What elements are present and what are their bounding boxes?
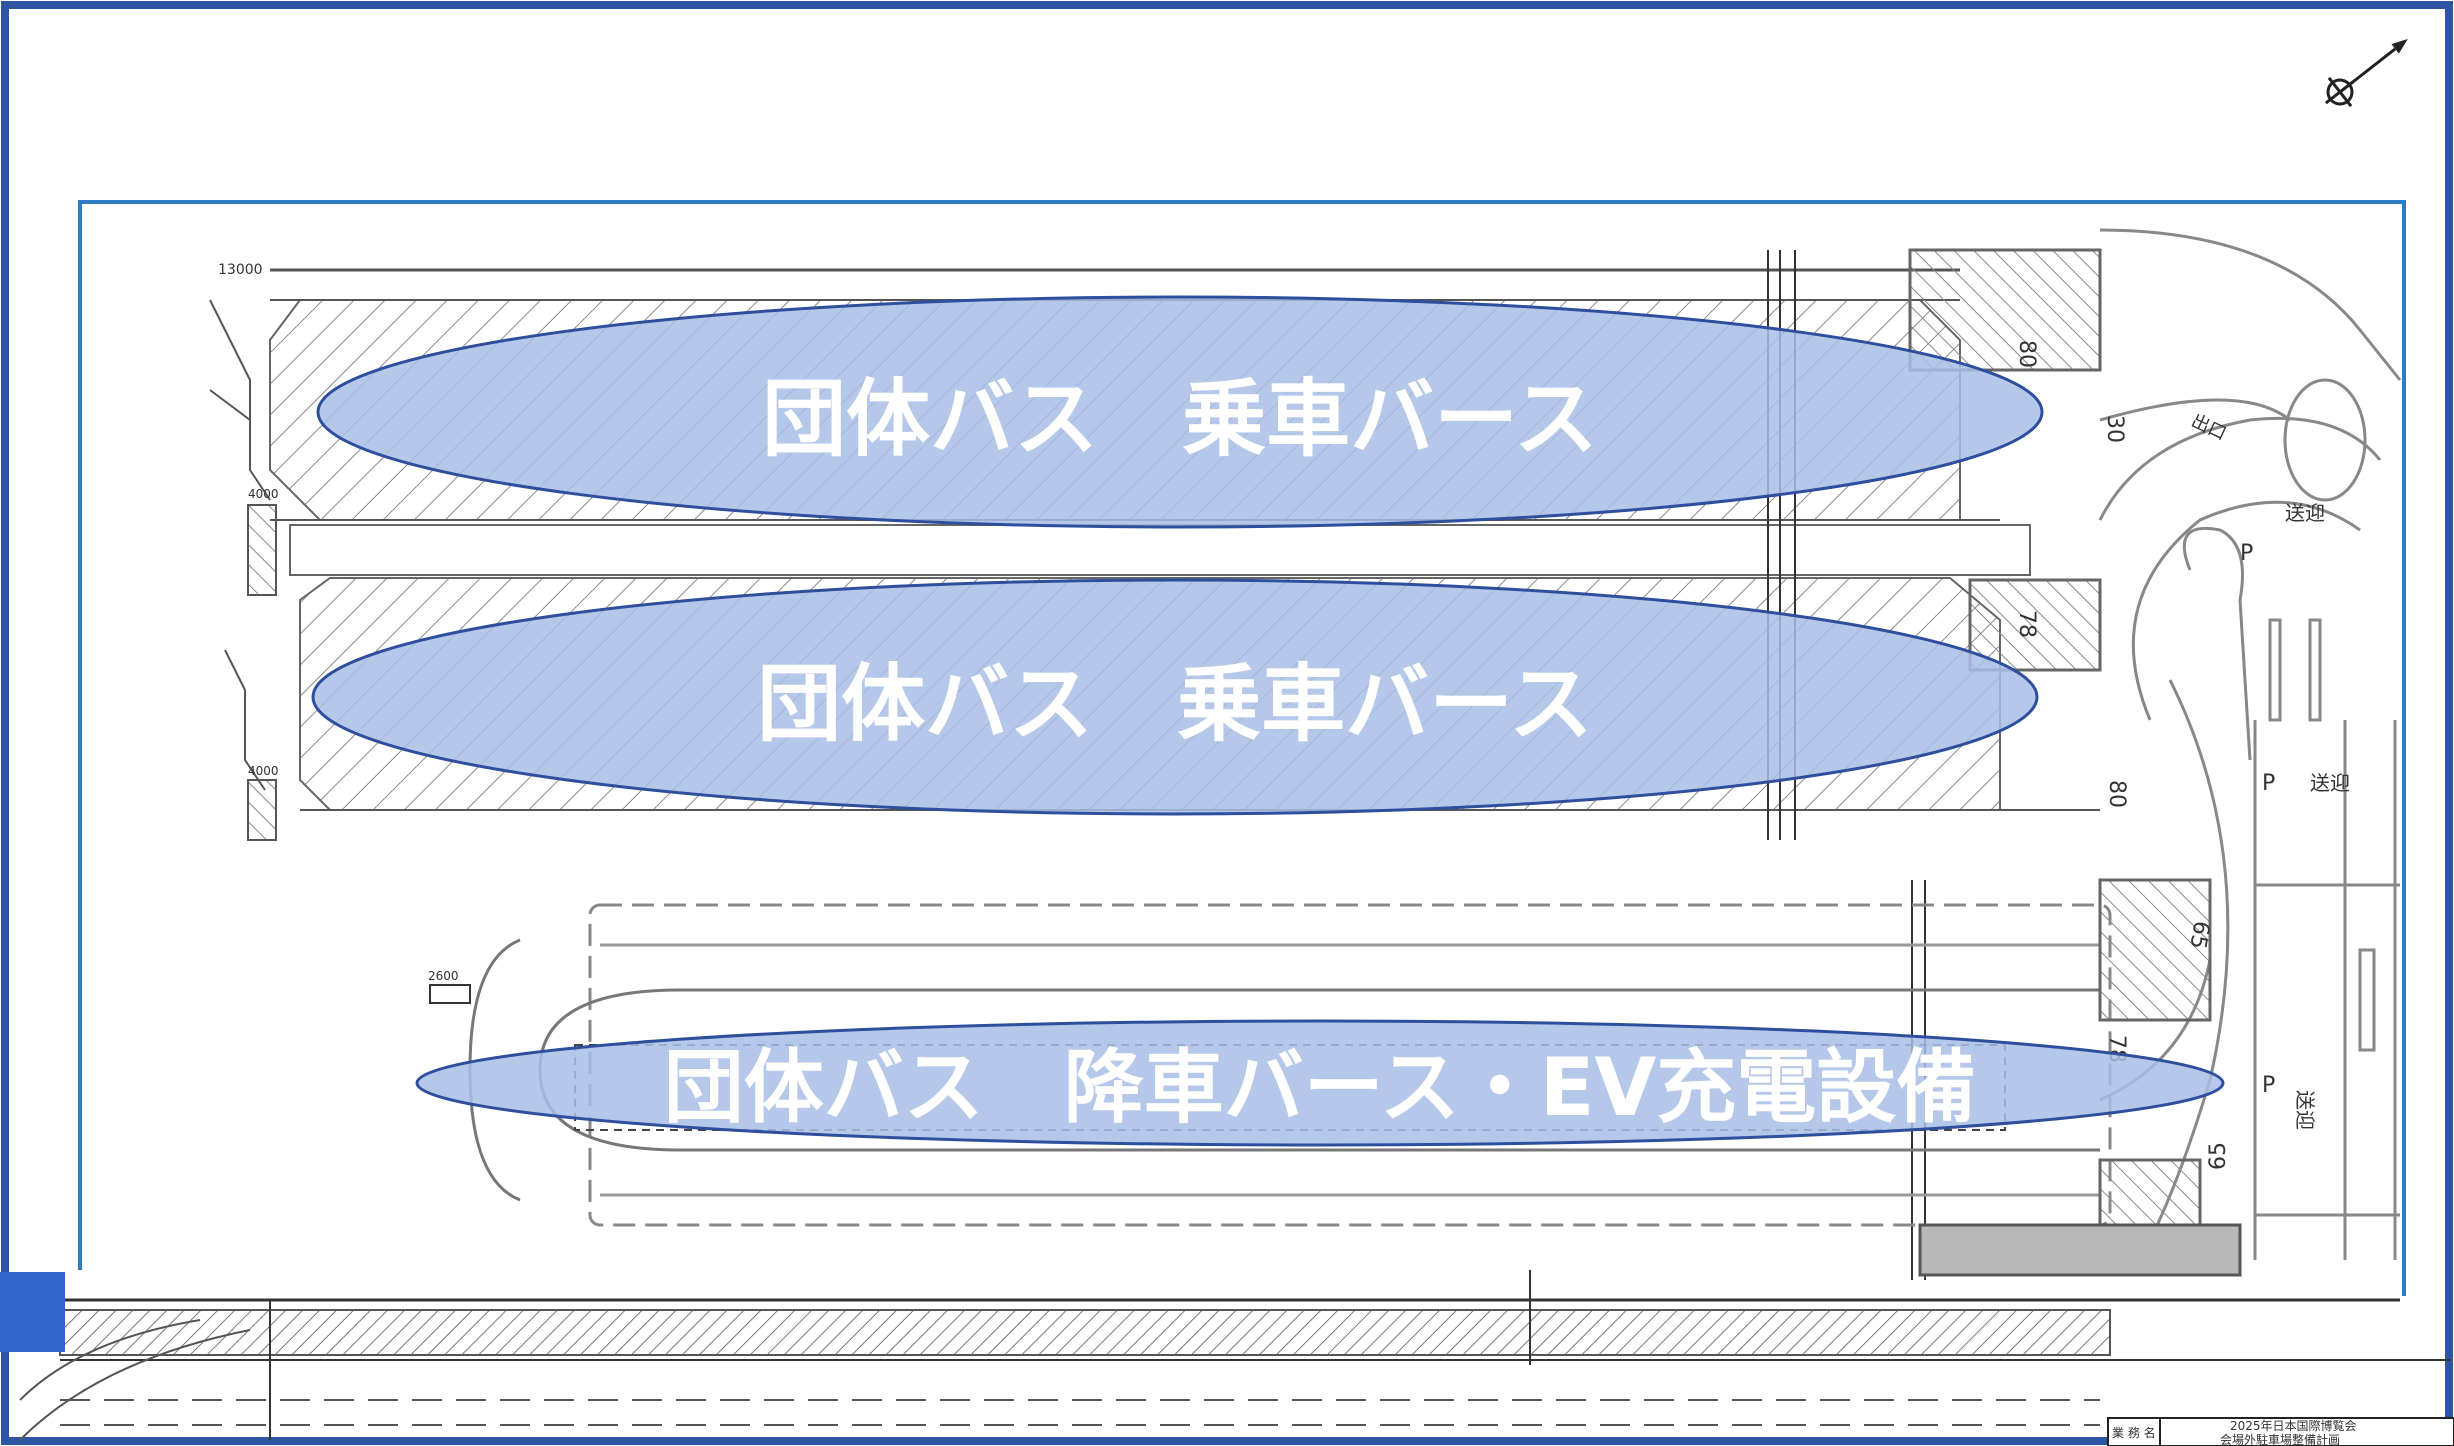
svg-text:2600: 2600 bbox=[428, 969, 459, 983]
zone-boarding-2: 団体バス 乗車バース bbox=[311, 578, 2039, 816]
pickup-label: 送迎 bbox=[2310, 771, 2350, 795]
title-block-line1: 2025年日本国際博覧会 bbox=[2230, 1418, 2357, 1433]
title-block-label: 業 務 名 bbox=[2112, 1425, 2156, 1440]
pickup-label: 送迎 bbox=[2293, 1090, 2317, 1130]
count-label: 80 bbox=[2104, 780, 2129, 808]
zone-boarding-1: 団体バス 乗車バース bbox=[316, 295, 2044, 529]
parking-p: P bbox=[2262, 771, 2275, 796]
site-boundary bbox=[78, 200, 2406, 1296]
count-label: 65 bbox=[2206, 1142, 2231, 1170]
entry-stairs: 4000 4000 bbox=[209, 299, 279, 841]
title-block: 業 務 名 2025年日本国際博覧会 会場外駐車場整備計画 bbox=[2107, 1417, 2454, 1446]
count-label: 30 bbox=[2102, 415, 2127, 443]
svg-text:4000: 4000 bbox=[248, 487, 279, 501]
right-side-access: 80 78 80 30 78 65 65 送迎 送迎 送迎 P P P 出口 bbox=[1908, 228, 2402, 1277]
count-label: 78 bbox=[2014, 610, 2039, 638]
title-block-line2: 会場外駐車場整備計画 bbox=[2220, 1432, 2340, 1446]
parking-p: P bbox=[2262, 1073, 2275, 1098]
svg-text:4000: 4000 bbox=[248, 764, 279, 778]
exit-label: 出口 bbox=[2188, 410, 2230, 444]
top-dimension-text: 13000 bbox=[218, 262, 263, 278]
zone-dropoff-ev: 団体バス 降車バース・EV充電設備 bbox=[415, 1019, 2225, 1147]
parking-p: P bbox=[2240, 541, 2253, 566]
zone-label: 団体バス 乗車バース bbox=[757, 655, 1593, 753]
pickup-label: 送迎 bbox=[2285, 501, 2325, 525]
count-label: 80 bbox=[2014, 340, 2039, 368]
count-label: 65 bbox=[2184, 919, 2213, 951]
zone-label: 団体バス 降車バース・EV充電設備 bbox=[664, 1041, 1977, 1134]
left-blue-marker bbox=[0, 1272, 65, 1352]
zone-label: 団体バス 乗車バース bbox=[762, 370, 1598, 468]
frontage-road bbox=[19, 1270, 2450, 1441]
drop-off-loop: 2600 bbox=[428, 903, 2112, 1227]
north-arrow-icon bbox=[2324, 39, 2408, 108]
